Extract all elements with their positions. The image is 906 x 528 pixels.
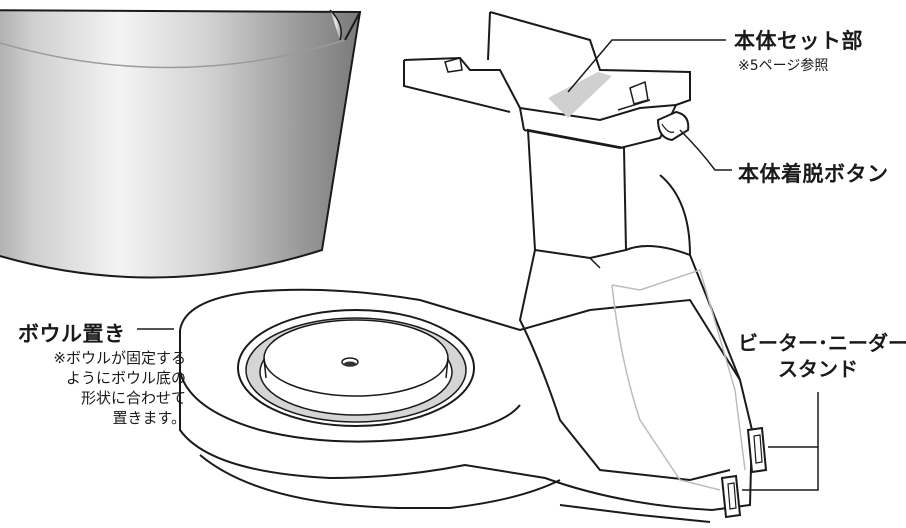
leader-body-set bbox=[567, 39, 726, 93]
stand-label-line2: スタンド bbox=[778, 357, 858, 381]
body-mount bbox=[403, 11, 691, 150]
stand-label: ビーター･ニーダー スタンド bbox=[738, 330, 906, 382]
body-set-label: 本体セット部 bbox=[734, 29, 863, 53]
bowl-seat-note-line: 形状に合わせて bbox=[80, 389, 186, 407]
bowl-seat-note-line: ようにボウル底の bbox=[65, 369, 186, 387]
bowl-seat bbox=[237, 309, 475, 427]
bowl-seat-label: ボウル置き bbox=[18, 322, 126, 346]
leader-release-button bbox=[679, 129, 732, 171]
stand-column bbox=[518, 128, 746, 491]
bowl-seat-note: ※ボウルが固定する ようにボウル底の 形状に合わせて 置きます。 bbox=[6, 348, 186, 428]
body-set-note: ※5ページ参照 bbox=[738, 58, 829, 74]
beater-kneader-stand bbox=[720, 426, 768, 519]
mixing-bowl bbox=[0, 9, 362, 279]
leader-stand bbox=[742, 392, 819, 491]
release-button-label: 本体着脱ボタン bbox=[738, 162, 889, 186]
release-button bbox=[656, 110, 690, 142]
leader-lines bbox=[137, 39, 819, 491]
bowl-seat-note-line: ※ボウルが固定する bbox=[53, 349, 186, 367]
bowl-seat-note-line: 置きます。 bbox=[112, 409, 186, 427]
stand-label-line1: ビーター･ニーダー bbox=[738, 331, 906, 355]
